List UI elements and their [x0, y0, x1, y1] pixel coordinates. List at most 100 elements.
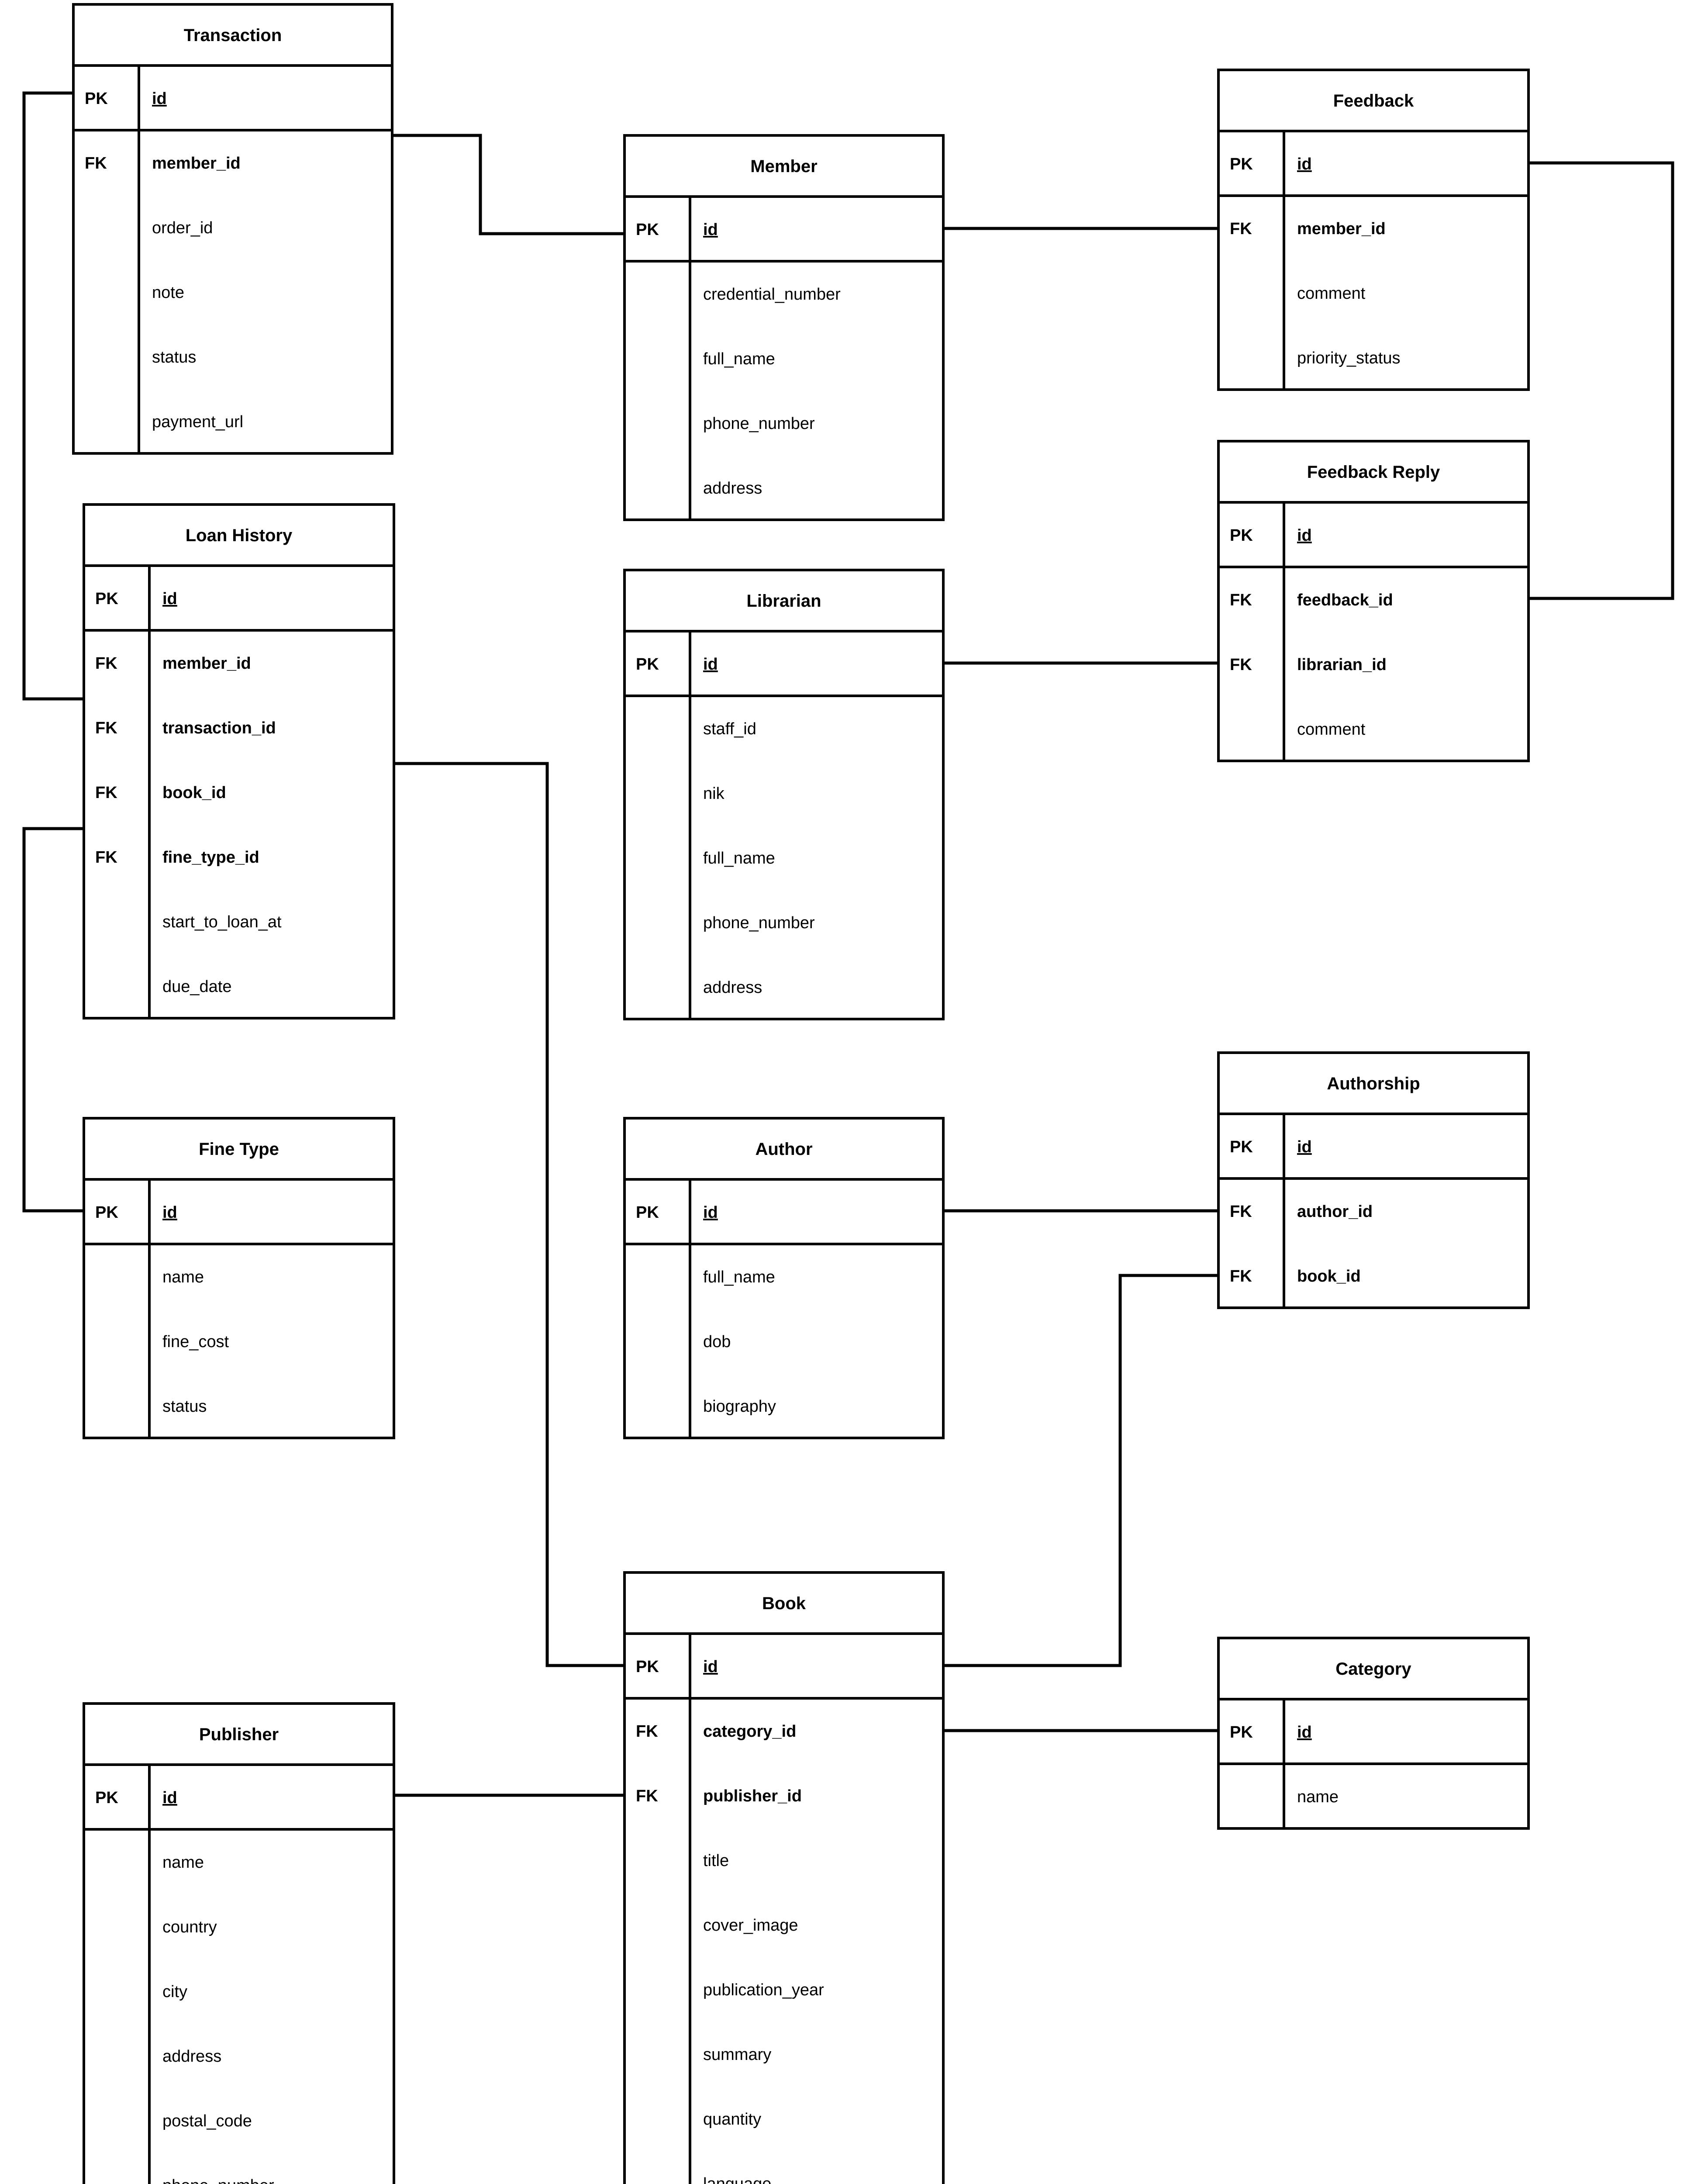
- attribute-country: country: [162, 1918, 217, 1936]
- relationship-transaction-member[interactable]: [371, 121, 653, 248]
- attribute-order_id: order_id: [152, 219, 213, 237]
- attribute-name: name: [162, 1268, 204, 1286]
- attribute-name: name: [162, 1853, 204, 1872]
- key-label-fk: FK: [95, 654, 117, 673]
- key-label-fk: FK: [636, 1722, 658, 1741]
- entity-border: [83, 503, 395, 1019]
- attribute-librarian_id: librarian_id: [1297, 656, 1387, 674]
- entity-title: Member: [750, 157, 817, 176]
- key-label-pk: PK: [1230, 1138, 1253, 1156]
- relationship-author-authorship[interactable]: [914, 1196, 1239, 1225]
- relationship-book-authorship[interactable]: [914, 1261, 1239, 1679]
- attribute-address: address: [162, 2047, 221, 2066]
- entity-title: Fine Type: [199, 1140, 279, 1159]
- attribute-feedback_id: feedback_id: [1297, 591, 1393, 609]
- attribute-book_id: book_id: [1297, 1267, 1361, 1286]
- key-label-pk: PK: [636, 1658, 659, 1676]
- attribute-payment_url: payment_url: [152, 413, 243, 431]
- key-label-pk: PK: [636, 1203, 659, 1222]
- relationship-line: [943, 1274, 1218, 1667]
- key-label-fk: FK: [1230, 656, 1252, 674]
- attribute-cover_image: cover_image: [703, 1916, 798, 1935]
- key-label-fk: FK: [636, 1787, 658, 1805]
- attribute-publication_year: publication_year: [703, 1981, 824, 1999]
- relationship-member-feedback[interactable]: [914, 214, 1262, 243]
- key-label-fk: FK: [85, 154, 107, 173]
- attribute-phone_number: phone_number: [162, 2177, 274, 2184]
- attribute-full_name: full_name: [703, 1268, 775, 1286]
- attribute-id: id: [1297, 1138, 1312, 1156]
- attribute-id: id: [1297, 1723, 1312, 1742]
- key-label-fk: FK: [1230, 1267, 1252, 1286]
- attribute-id: id: [703, 1203, 718, 1222]
- attribute-category_id: category_id: [703, 1722, 796, 1741]
- entity-border: [623, 134, 945, 521]
- attribute-author_id: author_id: [1297, 1203, 1373, 1221]
- attribute-priority_status: priority_status: [1297, 349, 1401, 367]
- attribute-postal_code: postal_code: [162, 2112, 252, 2130]
- attribute-title: title: [703, 1852, 729, 1870]
- relationship-loanhistory-book[interactable]: [373, 749, 653, 1679]
- attribute-start_to_loan_at: start_to_loan_at: [162, 913, 282, 931]
- attribute-id: id: [1297, 155, 1312, 173]
- entity-title: Librarian: [746, 591, 821, 611]
- entity-border: [83, 1117, 395, 1439]
- attribute-dob: dob: [703, 1333, 731, 1351]
- entity-border: [1217, 1637, 1530, 1830]
- attribute-quantity: quantity: [703, 2110, 761, 2129]
- attribute-publisher_id: publisher_id: [703, 1787, 802, 1805]
- attribute-id: id: [703, 1658, 718, 1676]
- attribute-due_date: due_date: [162, 978, 232, 996]
- entity-border: [83, 1702, 395, 2184]
- attribute-credential_number: credential_number: [703, 285, 841, 304]
- key-label-pk: PK: [95, 1203, 118, 1222]
- attribute-address: address: [703, 978, 762, 997]
- attribute-member_id: member_id: [162, 654, 251, 673]
- attribute-full_name: full_name: [703, 350, 775, 368]
- key-label-fk: FK: [1230, 591, 1252, 609]
- key-label-fk: FK: [95, 784, 117, 802]
- relationship-book-category[interactable]: [922, 1716, 1247, 1745]
- attribute-fine_cost: fine_cost: [162, 1333, 229, 1351]
- attribute-member_id: member_id: [152, 154, 241, 173]
- attribute-member_id: member_id: [1297, 220, 1386, 238]
- key-label-pk: PK: [1230, 1723, 1253, 1742]
- entity-title: Feedback Reply: [1307, 463, 1440, 482]
- key-label-fk: FK: [1230, 220, 1252, 238]
- relationship-line: [394, 762, 625, 1667]
- entity-title: Category: [1335, 1659, 1411, 1679]
- entity-title: Publisher: [199, 1725, 279, 1744]
- attribute-id: id: [1297, 526, 1312, 545]
- entity-title: Feedback: [1333, 91, 1414, 111]
- key-label-fk: FK: [95, 848, 117, 867]
- attribute-phone_number: phone_number: [703, 415, 815, 433]
- relationship-publisher-book[interactable]: [365, 1781, 645, 1810]
- relationship-line: [1528, 161, 1674, 600]
- attribute-transaction_id: transaction_id: [162, 719, 276, 737]
- attribute-status: status: [152, 348, 196, 366]
- entity-border: [1217, 440, 1530, 762]
- attribute-city: city: [162, 1983, 187, 2001]
- attribute-nik: nik: [703, 784, 725, 803]
- entity-title: Loan History: [186, 526, 293, 545]
- attribute-id: id: [152, 90, 167, 108]
- relationship-librarian-feedbackreply[interactable]: [914, 649, 1262, 677]
- attribute-full_name: full_name: [703, 849, 775, 867]
- entity-border: [72, 3, 393, 455]
- key-label-fk: FK: [1230, 1203, 1252, 1221]
- attribute-language: language: [703, 2175, 771, 2184]
- attribute-summary: summary: [703, 2046, 771, 2064]
- attribute-id: id: [703, 221, 718, 239]
